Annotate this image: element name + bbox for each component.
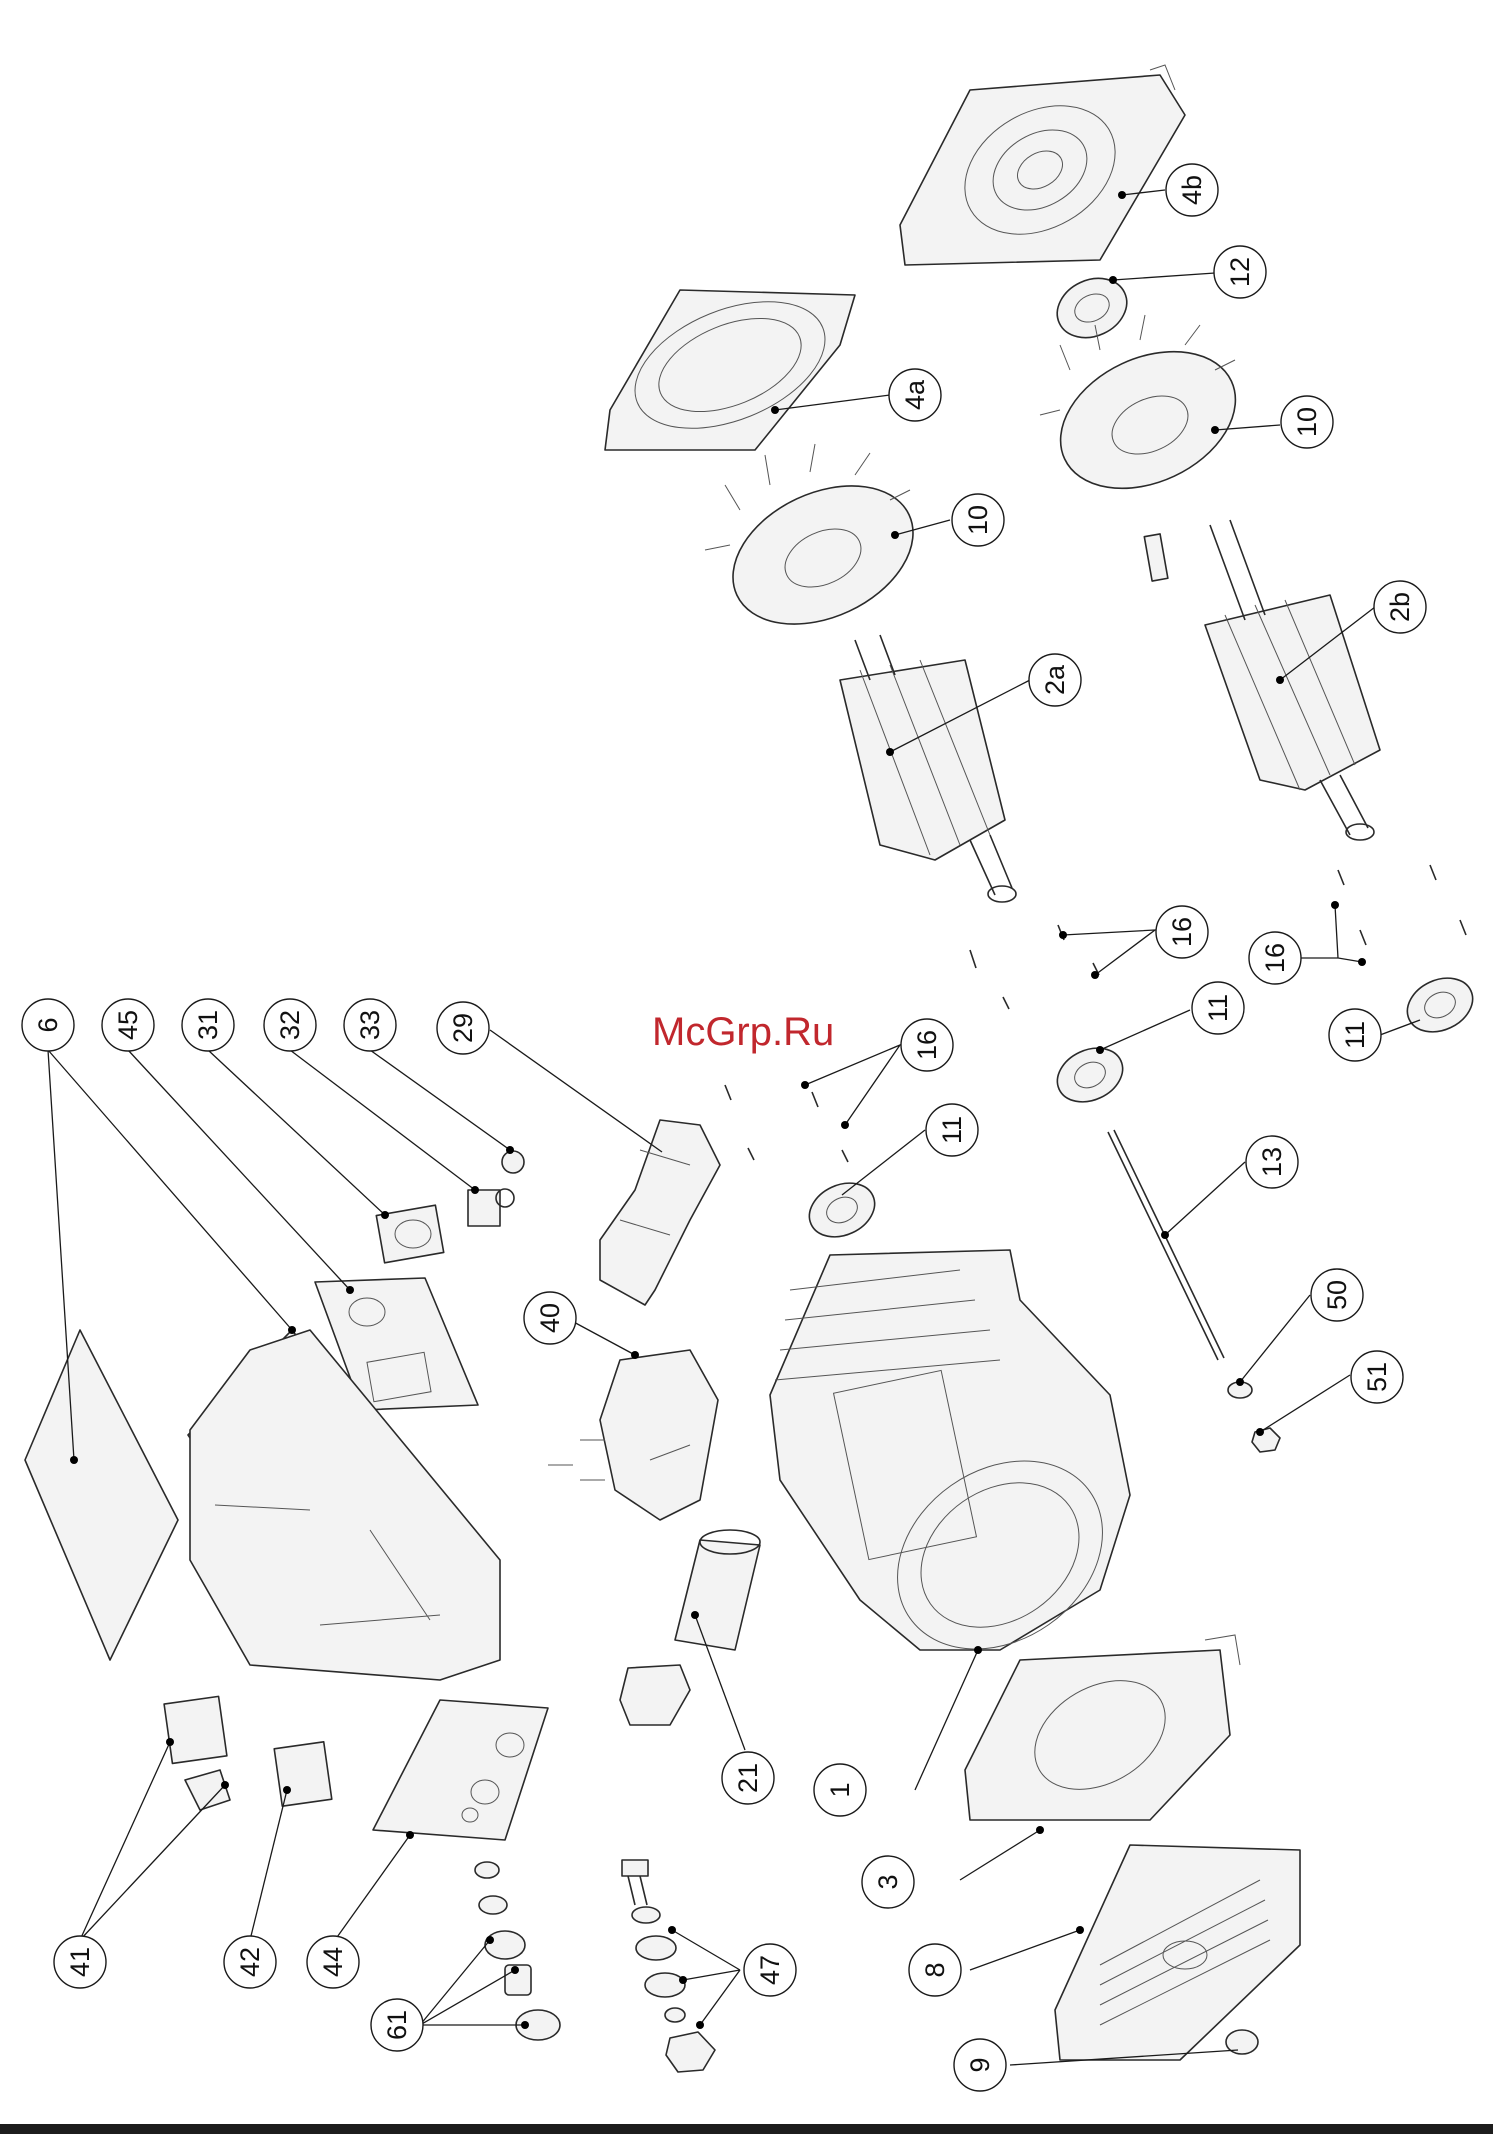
callout-8: 8	[909, 1944, 961, 1996]
rotor-2a	[840, 635, 1016, 902]
callout-16-left: 16	[901, 1019, 953, 1071]
callout-6: 6	[22, 999, 74, 1051]
callout-label: 3	[873, 1874, 903, 1889]
callout-label: 21	[733, 1763, 763, 1793]
callout-47: 47	[744, 1944, 796, 1996]
callout-label: 51	[1362, 1362, 1392, 1392]
callout-2a: 2a	[1029, 654, 1081, 706]
callout-label: 11	[1340, 1021, 1370, 1049]
box-lid-6	[25, 1330, 178, 1660]
end-bracket-3	[965, 1635, 1240, 1820]
callout-40: 40	[524, 1292, 576, 1344]
handle-29	[600, 1120, 720, 1305]
rotor-2b	[1205, 520, 1380, 840]
callout-label: 42	[235, 1947, 265, 1977]
callout-label: 11	[937, 1116, 967, 1144]
callout-61: 61	[371, 1999, 423, 2051]
switch-42	[274, 1742, 332, 1806]
callout-13: 13	[1246, 1136, 1298, 1188]
callout-label: 47	[755, 1955, 785, 1985]
callout-label: 2b	[1385, 592, 1415, 622]
callout-label: 32	[275, 1010, 305, 1040]
callout-label: 44	[318, 1947, 348, 1977]
callout-45: 45	[102, 999, 154, 1051]
callout-4b: 4b	[1166, 164, 1218, 216]
callout-9: 9	[954, 2039, 1006, 2091]
end-shield-4a	[605, 277, 855, 454]
callout-label: 2a	[1040, 664, 1070, 695]
callout-label: 61	[382, 2010, 412, 2040]
callout-label: 16	[912, 1030, 942, 1060]
callout-32: 32	[264, 999, 316, 1051]
callout-label: 29	[448, 1013, 478, 1043]
fan-10-left	[705, 444, 935, 651]
callout-label: 16	[1167, 917, 1197, 947]
callout-3: 3	[862, 1856, 914, 1908]
panel-plate-44	[373, 1700, 548, 1840]
tie-rod-13	[1108, 1130, 1224, 1360]
cable-glands-61	[475, 1862, 560, 2040]
vibration-mount-47	[622, 1860, 715, 2072]
callout-label: 50	[1322, 1280, 1352, 1310]
callout-label: 45	[113, 1010, 143, 1040]
callout-label: 12	[1225, 257, 1255, 287]
callout-10-right: 10	[1281, 396, 1333, 448]
callout-11-right: 11	[1329, 1009, 1381, 1061]
bottom-bar	[0, 2124, 1493, 2134]
callout-31: 31	[182, 999, 234, 1051]
callout-label: 11	[1203, 994, 1233, 1022]
callout-label: 33	[355, 1010, 385, 1040]
callout-44: 44	[307, 1936, 359, 1988]
callout-41: 41	[54, 1936, 106, 1988]
callout-label: 41	[65, 1947, 95, 1977]
callout-51: 51	[1351, 1351, 1403, 1403]
callout-50: 50	[1311, 1269, 1363, 1321]
callout-label: 1	[825, 1782, 855, 1797]
bearing-11-a	[1049, 1038, 1132, 1112]
capacitor-21	[620, 1530, 760, 1725]
watermark: McGrp.Ru	[652, 1010, 834, 1054]
bearing-11-c	[801, 1173, 884, 1247]
callout-16-center: 16	[1156, 906, 1208, 958]
callout-label: 6	[33, 1017, 63, 1032]
socket-32	[468, 1189, 514, 1226]
callout-12: 12	[1214, 246, 1266, 298]
callout-label: 40	[535, 1303, 565, 1333]
shaft-key	[1144, 534, 1168, 581]
switch-41	[164, 1696, 230, 1810]
callout-label: 16	[1260, 943, 1290, 973]
callout-label: 9	[965, 2057, 995, 2072]
stator-housing-1	[770, 1250, 1139, 1688]
callout-11-left: 11	[926, 1104, 978, 1156]
callout-42: 42	[224, 1936, 276, 1988]
callout-label: 4a	[900, 379, 930, 410]
callout-label: 4b	[1177, 175, 1207, 205]
cap-33	[502, 1151, 524, 1173]
callout-label: 8	[920, 1962, 950, 1977]
callout-11-center: 11	[1192, 982, 1244, 1034]
callout-label: 10	[1292, 407, 1322, 437]
end-shield-4b	[900, 65, 1185, 265]
callout-label: 10	[963, 505, 993, 535]
fan-10-right	[1038, 315, 1257, 515]
end-cover-8	[1055, 1845, 1300, 2060]
callout-2b: 2b	[1374, 581, 1426, 633]
callout-21: 21	[722, 1752, 774, 1804]
callout-16-right: 16	[1249, 932, 1301, 984]
callout-label: 31	[193, 1010, 223, 1040]
callout-label: 13	[1257, 1147, 1287, 1177]
bearing-11-b	[1399, 968, 1482, 1042]
terminal-block-40	[548, 1350, 718, 1520]
callout-4a: 4a	[889, 369, 941, 421]
callout-33: 33	[344, 999, 396, 1051]
callout-1: 1	[814, 1764, 866, 1816]
callout-29: 29	[437, 1002, 489, 1054]
callout-10-left: 10	[952, 494, 1004, 546]
